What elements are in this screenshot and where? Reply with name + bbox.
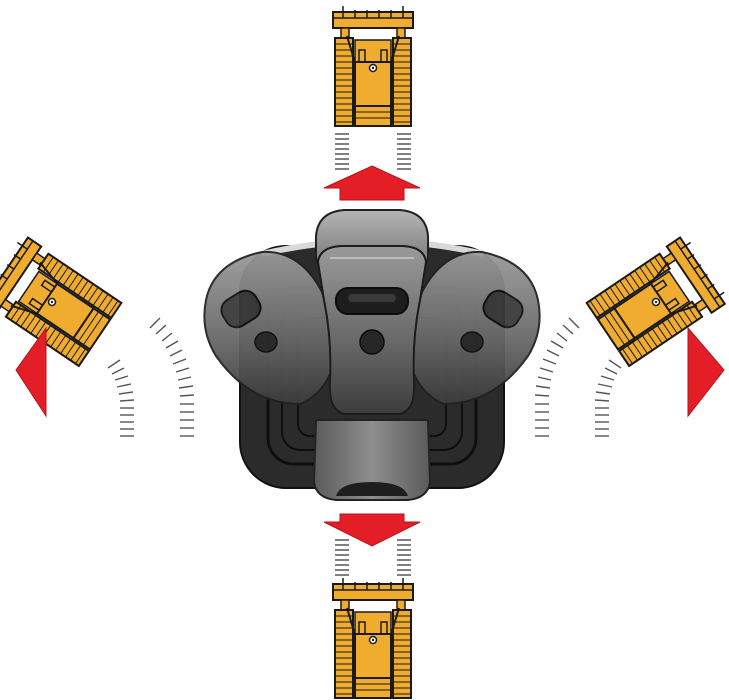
track-marks-turn-left bbox=[107, 317, 195, 437]
joystick-handle bbox=[316, 245, 428, 415]
joystick-ghost-right bbox=[404, 250, 541, 406]
arrow-up-icon bbox=[323, 165, 421, 201]
dozer-turn-left bbox=[0, 233, 124, 369]
dozer-reverse bbox=[332, 577, 414, 699]
track-marks-turn-right bbox=[534, 317, 622, 437]
track-marks-forward bbox=[334, 133, 412, 170]
dozer-turn-right bbox=[584, 233, 729, 369]
joystick bbox=[203, 209, 541, 501]
arrow-right-icon bbox=[687, 326, 725, 418]
dozer-forward bbox=[332, 5, 414, 127]
joystick-ghost-reverse bbox=[312, 419, 432, 501]
joystick-ghost-left bbox=[203, 250, 340, 406]
arrow-left-icon bbox=[15, 326, 47, 418]
arrow-down-icon bbox=[323, 513, 421, 547]
joystick-button bbox=[359, 329, 385, 355]
